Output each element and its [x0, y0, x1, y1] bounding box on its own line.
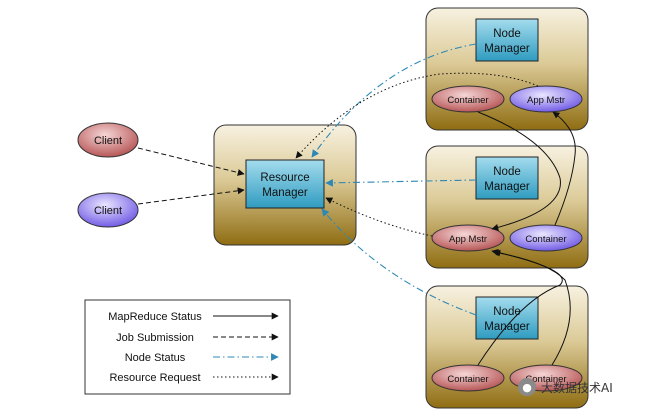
resource-manager-box — [245, 159, 325, 209]
container-3-label: Container — [447, 374, 488, 385]
container-2-label: Container — [525, 234, 566, 245]
resource-manager-label-line2: Manager — [262, 187, 308, 199]
node-status-arrow-2 — [325, 179, 477, 187]
app-mstr-1-label: App Mstr — [527, 95, 565, 106]
client-bottom-ellipse — [77, 192, 139, 228]
container-1-ellipse — [431, 85, 505, 113]
job-submission-arrow-top — [137, 147, 245, 176]
app-mstr-2-label: App Mstr — [449, 234, 487, 245]
app-mstr-2-ellipse — [431, 224, 505, 252]
client-bottom-label: Client — [94, 205, 122, 217]
node-manager-2-box — [475, 156, 539, 200]
legend-label-resource-request: Resource Request — [109, 372, 200, 384]
node-status-arrow-3 — [321, 208, 477, 316]
node-manager-3-label-line1: Node — [493, 306, 521, 318]
app-mstr-1-ellipse — [509, 85, 583, 113]
wechat-icon: ● — [518, 378, 536, 396]
node-status-arrow-1 — [311, 43, 477, 158]
node-manager-1-label-line2: Manager — [484, 43, 530, 55]
resource-request-arrow-1 — [295, 72, 539, 159]
mapreduce-status-arrow-4 — [493, 249, 571, 366]
node-manager-3-box — [475, 296, 539, 340]
job-submission-arrow-bottom — [137, 187, 245, 205]
client-top-label: Client — [94, 135, 122, 147]
node-manager-1-box — [475, 18, 539, 62]
node-manager-2-label-line1: Node — [493, 166, 521, 178]
node-manager-1-label-line1: Node — [493, 28, 521, 40]
resource-manager-label-line1: Resource — [260, 172, 309, 184]
resource-request-arrow-2 — [325, 197, 433, 237]
legend-label-mapreduce-status: MapReduce Status — [108, 311, 202, 323]
legend-label-job-submission: Job Submission — [116, 332, 194, 344]
container-1-label: Container — [447, 95, 488, 106]
container-3-ellipse — [431, 364, 505, 392]
container-2-ellipse — [509, 224, 583, 252]
node-manager-2-label-line2: Manager — [484, 181, 530, 193]
container-4-label: Container — [525, 374, 566, 385]
watermark-text: 大数据技术AI — [541, 380, 613, 395]
node-manager-3-label-line2: Manager — [484, 321, 530, 333]
mapreduce-status-arrow-1 — [477, 111, 561, 231]
legend-label-node-status: Node Status — [125, 352, 186, 364]
watermark: ● 大数据技术AI — [518, 374, 613, 400]
mapreduce-status-arrow-2 — [552, 111, 576, 226]
client-top-ellipse — [77, 122, 139, 158]
